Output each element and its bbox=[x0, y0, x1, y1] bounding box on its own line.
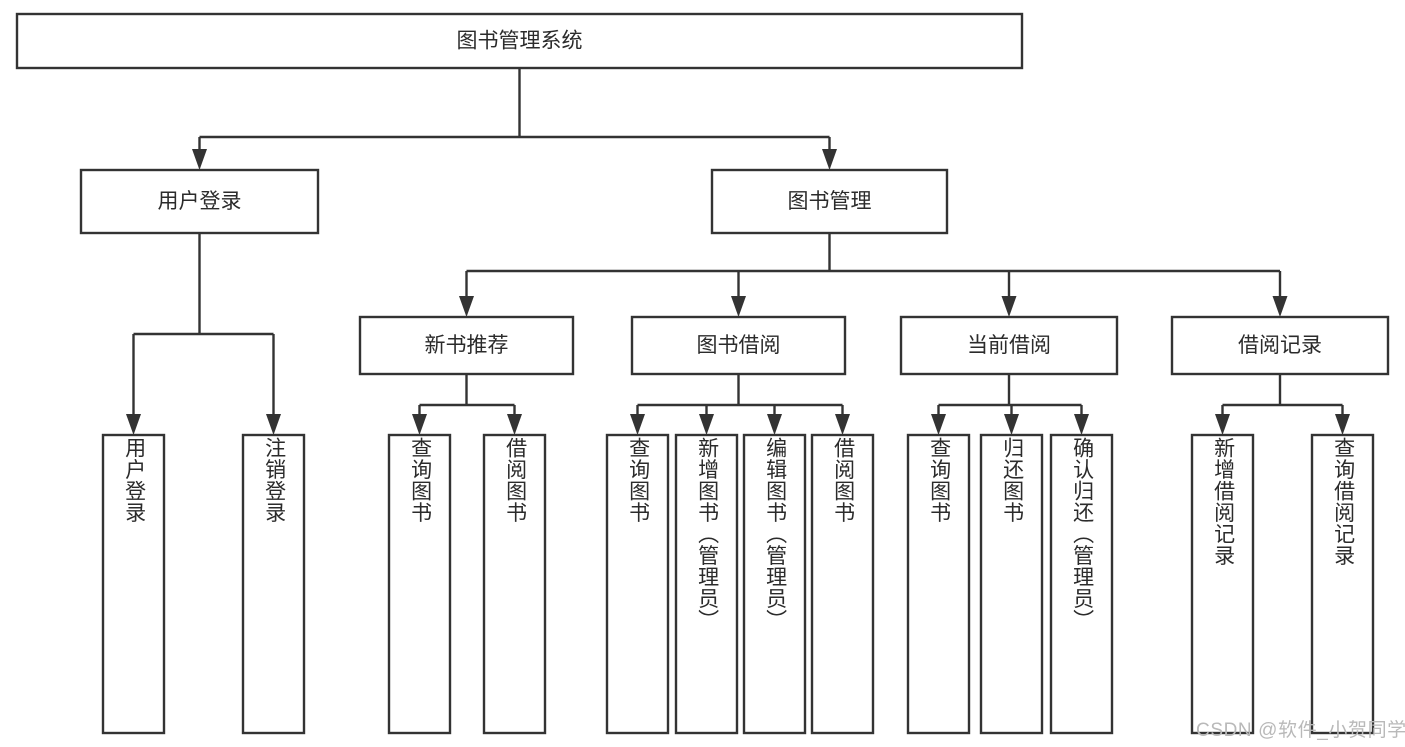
arrow-head-icon bbox=[507, 414, 522, 435]
leaf-node-box-2 bbox=[387, 433, 452, 735]
root-node-box bbox=[15, 12, 1024, 70]
leaf-node-box-3 bbox=[482, 433, 547, 735]
level3-node-box-3 bbox=[1170, 315, 1390, 376]
root-node-label: 图书管理系统 bbox=[457, 30, 583, 53]
level3-node-box-1 bbox=[630, 315, 847, 376]
node-boxes bbox=[15, 12, 1390, 735]
arrow-head-icon bbox=[1335, 414, 1350, 435]
arrow-head-icon bbox=[1001, 296, 1017, 317]
arrow-head-icon bbox=[459, 296, 474, 317]
leaf-node-box-7 bbox=[810, 433, 875, 735]
leaf-node-label-1: 注销登录 bbox=[262, 437, 286, 523]
leaf-node-label-11: 新增借阅记录 bbox=[1211, 437, 1235, 566]
arrow-head-icon bbox=[1004, 414, 1019, 435]
arrow-head-icon bbox=[266, 414, 281, 435]
leaf-node-box-4 bbox=[605, 433, 670, 735]
csdn-watermark: CSDN @软件_小贺同学 bbox=[1196, 720, 1405, 741]
arrow-head-icon bbox=[731, 296, 746, 317]
level3-node-box-2 bbox=[899, 315, 1119, 376]
arrow-head-icon bbox=[1272, 296, 1288, 317]
leaf-node-label-7: 借阅图书 bbox=[831, 437, 855, 523]
level2-node-label-1: 图书管理 bbox=[788, 190, 872, 213]
connector-edges bbox=[126, 68, 1350, 435]
leaf-node-label-4: 查询图书 bbox=[626, 437, 650, 523]
leaf-node-box-1 bbox=[241, 433, 306, 735]
leaf-node-label-2: 查询图书 bbox=[408, 437, 432, 523]
level2-node-box-1 bbox=[710, 168, 949, 235]
leaf-node-label-8: 查询图书 bbox=[927, 437, 951, 523]
arrow-head-icon bbox=[192, 149, 207, 170]
leaf-node-label-10: 确认归还（管理员） bbox=[1070, 437, 1094, 631]
arrow-head-icon bbox=[699, 414, 714, 435]
leaf-node-box-0 bbox=[101, 433, 166, 735]
arrow-head-icon bbox=[931, 414, 946, 435]
arrow-head-icon bbox=[126, 414, 141, 435]
leaf-node-box-9 bbox=[979, 433, 1044, 735]
leaf-node-label-12: 查询借阅记录 bbox=[1331, 437, 1355, 566]
level3-node-label-2: 当前借阅 bbox=[967, 334, 1051, 357]
leaf-node-label-5: 新增图书（管理员） bbox=[695, 437, 719, 631]
arrow-head-icon bbox=[1074, 414, 1089, 435]
leaf-node-label-3: 借阅图书 bbox=[503, 437, 527, 523]
leaf-node-box-10 bbox=[1049, 433, 1114, 735]
arrow-head-icon bbox=[835, 414, 850, 435]
arrow-head-icon bbox=[822, 149, 837, 170]
level3-node-label-0: 新书推荐 bbox=[425, 334, 509, 357]
leaf-node-box-8 bbox=[906, 433, 971, 735]
leaf-node-box-12 bbox=[1310, 433, 1375, 735]
leaf-node-box-5 bbox=[674, 433, 739, 735]
arrow-head-icon bbox=[412, 414, 427, 435]
leaf-node-box-11 bbox=[1190, 433, 1255, 735]
level2-node-label-0: 用户登录 bbox=[158, 190, 242, 213]
level3-node-label-1: 图书借阅 bbox=[697, 334, 781, 357]
leaf-node-label-9: 归还图书 bbox=[1000, 437, 1024, 523]
arrow-head-icon bbox=[767, 414, 782, 435]
level2-node-box-0 bbox=[79, 168, 320, 235]
leaf-node-box-6 bbox=[742, 433, 807, 735]
leaf-node-label-0: 用户登录 bbox=[122, 437, 146, 523]
leaf-node-label-6: 编辑图书（管理员） bbox=[763, 437, 787, 631]
arrow-head-icon bbox=[1215, 414, 1230, 435]
level3-node-label-3: 借阅记录 bbox=[1238, 334, 1322, 357]
level3-node-box-0 bbox=[358, 315, 575, 376]
arrow-head-icon bbox=[630, 414, 645, 435]
